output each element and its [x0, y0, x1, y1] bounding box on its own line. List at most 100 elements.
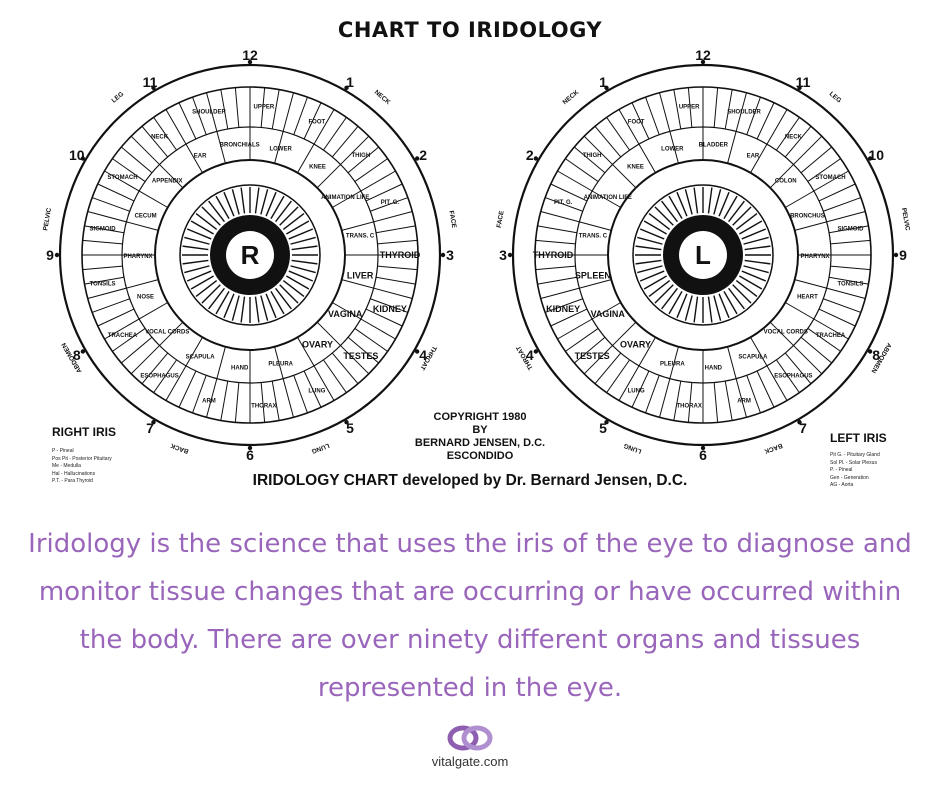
clock-number: 2 — [526, 147, 534, 163]
pupil-spoke — [639, 228, 665, 240]
zone-label: SIGMOID — [837, 226, 864, 232]
pupil-spoke — [282, 213, 305, 230]
sector-line — [537, 276, 578, 285]
zone-label: STOMACH — [107, 175, 137, 181]
clock-number: 7 — [146, 420, 154, 436]
clock-dot — [414, 156, 420, 161]
sector-line — [565, 158, 599, 182]
clock-dot — [151, 419, 156, 425]
legend-right-item: AG - Aorta — [830, 482, 854, 488]
zone-label: ESOPHAGUS — [774, 374, 812, 380]
pupil-spoke — [744, 245, 771, 251]
clock-number: 7 — [799, 420, 807, 436]
zone-label: KIDNEY — [373, 304, 407, 314]
sector-line — [323, 117, 347, 151]
sector-line — [828, 225, 869, 234]
pupil-spoke — [195, 213, 218, 230]
pupil-spoke — [215, 291, 230, 315]
outer-region-label: FACE — [447, 210, 457, 229]
sector-line — [830, 265, 871, 271]
sector-line — [800, 336, 833, 364]
pupil-spoke — [240, 296, 246, 323]
zone-label: HAND — [231, 366, 249, 372]
zone-label: THYROID — [380, 250, 421, 260]
sector-line — [153, 117, 177, 151]
sector-line — [557, 302, 621, 340]
sector-line — [550, 308, 588, 327]
sector-line — [724, 89, 733, 130]
sector-line — [540, 211, 612, 231]
pupil-spoke — [270, 195, 285, 219]
description-text: Iridology is the science that uses the i… — [28, 529, 912, 703]
legend-right-item: Gen - Generation — [830, 474, 869, 481]
sector-line — [818, 183, 856, 202]
legend-right-item: Pit G. - Pituitary Gland — [830, 452, 880, 458]
legend-left-item: P.T. - Para Thyroid — [52, 478, 93, 484]
pupil-spoke — [718, 191, 730, 217]
zone-label: VOCAL CORDS — [145, 329, 189, 335]
zone-label: SCAPULA — [186, 354, 216, 360]
clock-number: 9 — [899, 247, 907, 263]
legend-left-item: Hal - Hallucinations — [52, 470, 96, 477]
zone-label: LUNG — [628, 388, 645, 394]
pupil-spoke — [707, 187, 713, 214]
sector-line — [794, 211, 866, 231]
zone-label: KNEE — [309, 165, 326, 171]
sector-line — [769, 135, 823, 189]
zone-label: TONSILS — [837, 282, 863, 288]
zone-label: VAGINA — [328, 309, 363, 319]
zone-label: BRONCHUS — [790, 214, 825, 220]
zone-label: UPPER — [254, 105, 275, 111]
pupil-spoke — [739, 275, 763, 290]
zone-label: PIT. G. — [381, 200, 400, 206]
pupil-spoke — [208, 200, 225, 223]
right-iris-label: RIGHT IRIS — [52, 425, 117, 439]
pupil-spoke — [661, 287, 678, 310]
sector-line — [120, 336, 153, 364]
zone-label: ESOPHAGUS — [140, 374, 178, 380]
zone-label: ANIMATION LIFE — [584, 195, 632, 201]
left-iris-label: LEFT IRIS — [830, 431, 887, 445]
zone-label: PHARYNX — [800, 254, 829, 260]
zone-label: HAND — [705, 366, 723, 372]
pupil-spoke — [190, 220, 214, 235]
zone-label: KNEE — [627, 165, 644, 171]
pupil-spoke — [223, 293, 235, 319]
pupil-spoke — [668, 195, 683, 219]
sector-line — [192, 96, 207, 135]
brand-link[interactable]: vitalgate.com — [431, 754, 509, 769]
pupil-spoke — [286, 220, 310, 235]
pupil-spoke — [743, 236, 769, 245]
sector-line — [130, 135, 184, 189]
clock-dot — [867, 156, 873, 161]
sector-line — [537, 225, 578, 234]
iris-letter: L — [695, 240, 711, 270]
sector-line — [141, 125, 169, 158]
sector-line — [297, 337, 335, 401]
sector-line — [830, 239, 871, 245]
zone-label: LIVER — [347, 271, 374, 281]
clock-dot — [151, 85, 156, 91]
sector-line — [370, 197, 409, 212]
clock-dot — [700, 59, 706, 65]
pupil-spoke — [661, 200, 678, 223]
pupil-spoke — [186, 228, 212, 240]
pupil-spoke — [676, 293, 688, 319]
pupil-spoke — [713, 189, 722, 215]
clock-number: 1 — [599, 74, 607, 90]
zone-label: PIT. G. — [554, 200, 573, 206]
chart-caption: IRIDOLOGY CHART developed by Dr. Bernard… — [252, 472, 688, 489]
clock-number: 6 — [699, 447, 707, 463]
outer-ring — [58, 63, 442, 447]
pupil-spoke — [707, 296, 713, 323]
clock-dot — [797, 85, 802, 91]
pupil-spoke — [735, 280, 758, 297]
pupil-spoke — [643, 220, 667, 235]
zone-label: TRANS. C — [346, 233, 375, 239]
zone-label: BRONCHIALS — [220, 142, 260, 148]
clock-dot — [344, 419, 349, 425]
zone-label: ARM — [737, 398, 751, 404]
zone-label: THORAX — [676, 403, 701, 409]
iris-letter: R — [241, 240, 260, 270]
sector-line — [112, 158, 146, 182]
